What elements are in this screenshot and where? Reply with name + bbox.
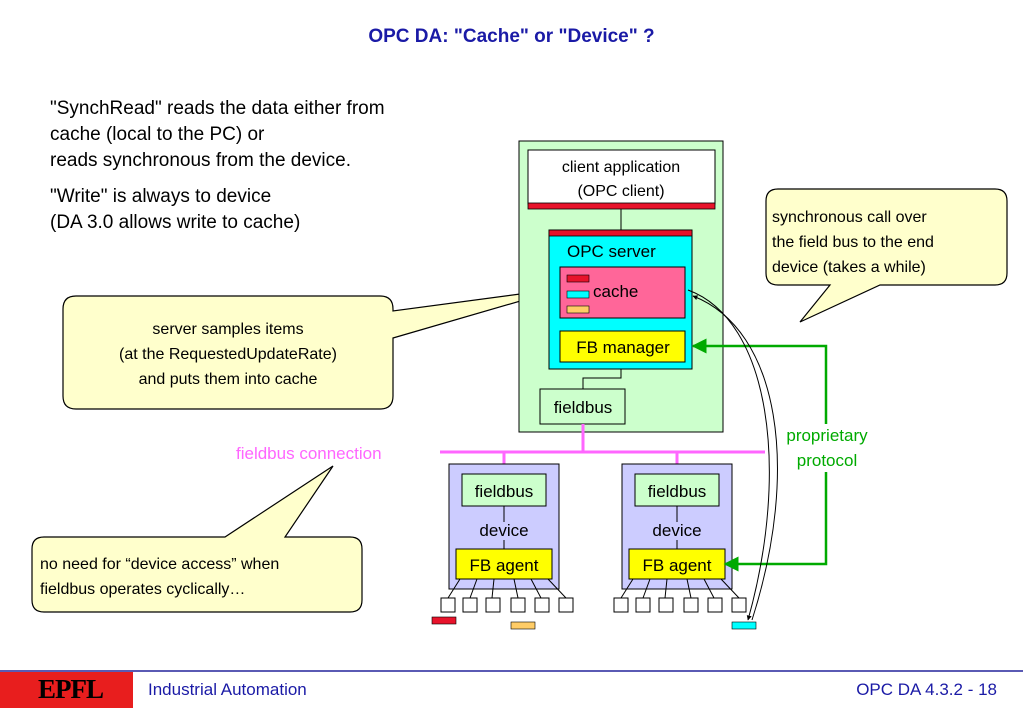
callout-samples-line-1: server samples items	[152, 321, 303, 338]
intro-text: "SynchRead" reads the data either from c…	[50, 96, 385, 236]
sync-call-arrow-back	[692, 295, 778, 621]
device-1-item-red	[431, 616, 457, 625]
device-2-fb-agent-label: FB agent	[643, 556, 712, 575]
cache-item-cyan	[566, 290, 590, 299]
device-1-item-orange	[510, 621, 536, 630]
sync-call-arrow-out	[687, 289, 770, 621]
fb-manager-label: FB manager	[576, 338, 670, 357]
callout-sync-line-1: synchronous call over	[772, 209, 927, 226]
opc-server-label: OPC server	[567, 242, 656, 261]
device-2-fieldbus-label: fieldbus	[648, 482, 707, 501]
callout-sync-line-2: the field bus to the end	[772, 234, 934, 251]
footer-divider	[0, 670, 1023, 672]
callout-sync: synchronous call over the field bus to t…	[765, 188, 1008, 323]
device-1-fb-agent-label: FB agent	[470, 556, 539, 575]
intro-line-3: reads synchronous from the device.	[50, 150, 351, 171]
epfl-logo: EPFL	[38, 674, 104, 704]
proprietary-line-2: protocol	[797, 451, 857, 470]
callout-sync-line-3: device (takes a while)	[772, 259, 926, 276]
epfl-logo-background	[0, 672, 133, 708]
device-1-fieldbus-box	[461, 473, 547, 507]
device-2: fieldbus device FB agent	[613, 463, 757, 630]
device-1: fieldbus device FB agent	[431, 463, 574, 630]
pc-fieldbus-label: fieldbus	[554, 398, 613, 417]
proprietary-label-bg	[776, 424, 878, 472]
callout-samples: server samples items (at the RequestedUp…	[62, 287, 566, 410]
client-line-2: (OPC client)	[577, 183, 664, 200]
cache-label: cache	[593, 282, 638, 301]
device-1-fb-agent-box	[455, 548, 553, 580]
device-2-item-cyan	[731, 621, 757, 630]
write-line-2: (DA 3.0 allows write to cache)	[50, 212, 301, 233]
page-title: OPC DA: "Cache" or "Device" ?	[368, 26, 655, 47]
write-line-1: "Write" is always to device	[50, 186, 272, 207]
callout-no-need: no need for “device access” when fieldbu…	[31, 465, 363, 613]
client-application-box	[527, 149, 716, 205]
callout-no-need-line-2: fieldbus operates cyclically…	[40, 581, 245, 598]
proprietary-line-1: proprietary	[786, 426, 868, 445]
footer-page-number: OPC DA 4.3.2 - 18	[856, 680, 997, 699]
callout-samples-line-3: and puts them into cache	[139, 371, 318, 388]
server-interface-bar	[548, 229, 693, 237]
fb-manager-box	[559, 330, 686, 363]
architecture-diagram: synchronous call over the field bus to t…	[31, 140, 1008, 630]
device-1-label: device	[479, 521, 528, 540]
intro-line-1: "SynchRead" reads the data either from	[50, 98, 385, 119]
intro-line-2: cache (local to the PC) or	[50, 124, 265, 145]
callout-no-need-line-1: no need for “device access” when	[40, 556, 279, 573]
client-line-1: client application	[562, 159, 680, 176]
callout-samples-line-2: (at the RequestedUpdateRate)	[119, 346, 337, 363]
cache-item-orange	[566, 305, 590, 314]
pc-fieldbus-box	[539, 388, 626, 425]
device-2-label: device	[652, 521, 701, 540]
footer-course-title: Industrial Automation	[148, 680, 307, 699]
device-1-fieldbus-label: fieldbus	[475, 482, 534, 501]
fieldbus-connection-label: fieldbus connection	[236, 444, 382, 463]
client-interface-bar	[527, 202, 716, 210]
cache-item-red	[566, 274, 590, 283]
